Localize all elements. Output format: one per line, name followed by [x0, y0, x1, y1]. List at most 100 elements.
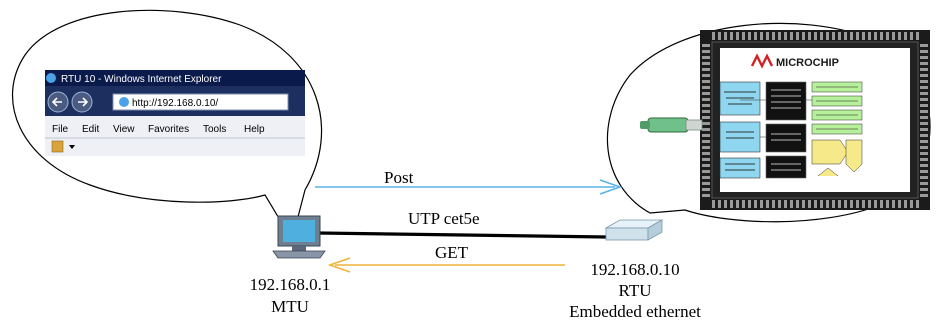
post-label: Post — [384, 168, 414, 187]
chip-pin — [808, 32, 811, 40]
chip-pin — [736, 32, 739, 40]
chip-pin — [802, 32, 805, 40]
chip-brand: MICROCHIP — [776, 57, 839, 69]
chip-pin — [862, 200, 865, 208]
chip-pin — [796, 32, 799, 40]
ie-logo-icon — [46, 73, 56, 83]
chip-pin — [920, 182, 928, 185]
chip-block-flash — [765, 123, 807, 153]
browser-window: RTU 10 - Windows Internet Explorer http:… — [45, 70, 305, 156]
page-icon — [119, 97, 129, 107]
chip-block-buffer-ram — [719, 157, 761, 179]
chip-pin — [748, 32, 751, 40]
chip-pin — [702, 182, 710, 185]
chip-pin — [920, 110, 928, 113]
menu-item-file[interactable]: File — [52, 124, 69, 135]
rtu-desc: Embedded ethernet — [569, 302, 701, 321]
mtu-name: MTU — [271, 297, 309, 316]
chip-pin — [862, 32, 865, 40]
chip-block-ethernet-phy — [719, 121, 761, 153]
dropdown-arrow-icon[interactable] — [69, 145, 75, 149]
address-bar[interactable] — [112, 93, 289, 111]
get-arrow — [327, 257, 565, 273]
microchip-logo-icon — [750, 53, 774, 69]
chip-pin — [838, 200, 841, 208]
chip-pin — [920, 158, 928, 161]
post-arrow — [315, 179, 623, 195]
chip-pin — [702, 92, 710, 95]
chip-pin — [760, 200, 763, 208]
chip-pin — [702, 74, 710, 77]
chip-pin — [814, 32, 817, 40]
chip-pin — [826, 32, 829, 40]
chip-pin — [916, 200, 919, 208]
chip-pin — [880, 32, 883, 40]
chip-pin — [920, 152, 928, 155]
chip-pin — [898, 200, 901, 208]
chip-pin — [784, 32, 787, 40]
menu-item-edit[interactable]: Edit — [82, 124, 99, 135]
address-text[interactable]: http://192.168.0.10/ — [132, 98, 218, 109]
chip-pin — [702, 98, 710, 101]
back-arrow-icon — [51, 97, 62, 107]
chip-pin — [742, 200, 745, 208]
chip-block-ram — [765, 155, 807, 179]
chip-pin — [920, 116, 928, 119]
chip-pin — [920, 104, 928, 107]
chip-pin — [702, 158, 710, 161]
chip-pin — [702, 134, 710, 137]
chip-pin — [920, 56, 928, 59]
chip-pin — [790, 200, 793, 208]
chip-pin — [874, 32, 877, 40]
chip-pin — [874, 200, 877, 208]
chip-pin — [736, 200, 739, 208]
chip-pin — [920, 188, 928, 191]
rtu-ip: 192.168.0.10 — [590, 260, 680, 279]
chip-pin — [702, 86, 710, 89]
favorites-icon[interactable] — [51, 140, 64, 153]
chip-pin — [712, 200, 715, 208]
microcontroller-chip: MICROCHIP — [700, 30, 930, 210]
chip-pin — [784, 200, 787, 208]
chip-pin — [892, 200, 895, 208]
chip-pin — [702, 110, 710, 113]
chip-pin — [760, 32, 763, 40]
chip-pin — [844, 200, 847, 208]
chip-pin — [920, 128, 928, 131]
chip-pin — [712, 32, 715, 40]
chip-pin — [920, 68, 928, 71]
chip-pin — [920, 74, 928, 77]
menu-item-view[interactable]: View — [113, 124, 135, 135]
chip-pin — [702, 56, 710, 59]
chip-pin — [920, 92, 928, 95]
chip-pin — [702, 122, 710, 125]
chip-pin — [702, 188, 710, 191]
chip-pin — [766, 32, 769, 40]
chip-pin — [920, 140, 928, 143]
chip-pin — [904, 200, 907, 208]
chip-pin — [856, 200, 859, 208]
chip-pin — [702, 44, 710, 47]
chip-pin — [754, 32, 757, 40]
computer-icon — [272, 215, 326, 259]
chip-pin — [808, 200, 811, 208]
chip-pin — [730, 200, 733, 208]
chip-pin — [730, 32, 733, 40]
chip-pin — [702, 176, 710, 179]
menu-item-tools[interactable]: Tools — [203, 124, 226, 135]
menu-item-favorites[interactable]: Favorites — [148, 124, 189, 135]
chip-pin — [920, 194, 928, 197]
chip-pin — [904, 32, 907, 40]
forward-arrow-icon — [78, 97, 89, 107]
menu-bar: File Edit View Favorites Tools Help — [52, 124, 265, 135]
menu-item-help[interactable]: Help — [244, 124, 265, 135]
chip-pin — [702, 80, 710, 83]
chip-pin — [920, 50, 928, 53]
chip-pin — [820, 32, 823, 40]
chip-pin — [702, 170, 710, 173]
chip-pin — [778, 32, 781, 40]
chip-pin — [868, 200, 871, 208]
chip-pin — [702, 62, 710, 65]
chip-pin — [754, 200, 757, 208]
browser-title: RTU 10 - Windows Internet Explorer — [61, 74, 222, 85]
